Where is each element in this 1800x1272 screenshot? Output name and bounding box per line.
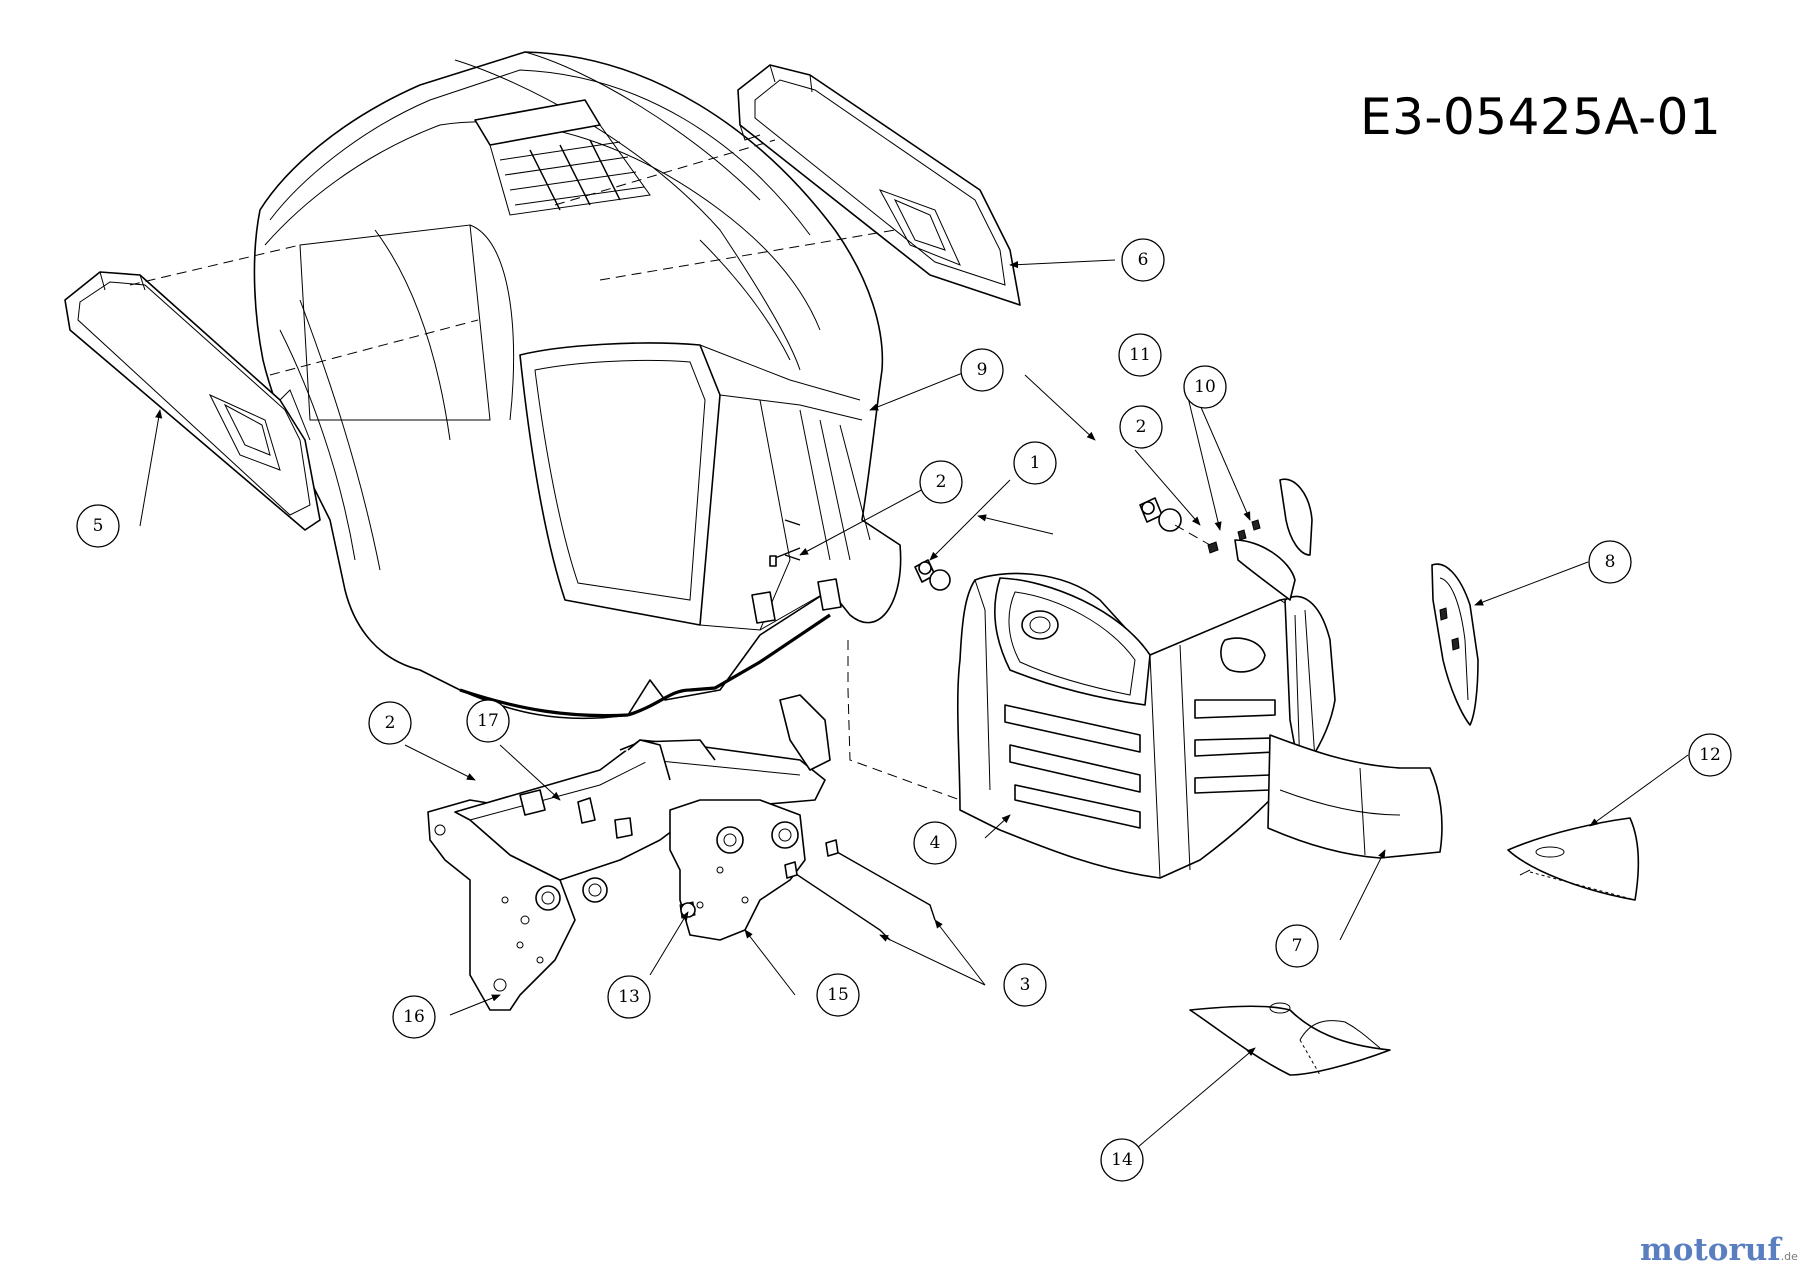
callout-1a: 1 (1013, 441, 1057, 485)
assembly-lines (129, 139, 1211, 801)
svg-text:3: 3 (1020, 975, 1031, 995)
svg-text:8: 8 (1605, 552, 1616, 572)
watermark-name: motoruf (1640, 1232, 1781, 1268)
decal-14 (1189, 1002, 1391, 1076)
svg-text:11: 11 (1129, 345, 1151, 365)
svg-text:16: 16 (403, 1007, 425, 1027)
decal-13 (1507, 817, 1640, 901)
callout-12: 13 (607, 975, 651, 1019)
curved-trim-piece (1234, 478, 1313, 601)
cable-harness (784, 839, 936, 941)
callout-2c: 2 (368, 701, 412, 745)
bulb-left (914, 559, 951, 591)
svg-text:1: 1 (1030, 453, 1041, 473)
mount-bracket-17 (454, 694, 831, 881)
callout-4: 4 (913, 821, 957, 865)
callout-5: 5 (76, 504, 120, 548)
svg-text:10: 10 (1194, 377, 1216, 397)
svg-text:2: 2 (1136, 417, 1147, 437)
svg-text:7: 7 (1292, 936, 1303, 956)
callout-7: 7 (1275, 924, 1319, 968)
callout-14: 14 (1100, 1138, 1144, 1182)
watermark-logo: motoruf.de (1640, 1232, 1798, 1268)
svg-text:9: 9 (977, 360, 988, 380)
svg-text:12: 12 (1699, 745, 1721, 765)
svg-text:14: 14 (1111, 1150, 1133, 1170)
right-side-panel (737, 64, 1021, 306)
bulb-right (1139, 497, 1182, 532)
screw-small (769, 519, 1261, 567)
bumper-trim (1267, 734, 1443, 859)
mount-bracket-15 (627, 739, 806, 941)
callout-9: 9 (960, 348, 1004, 392)
callout-2b: 2 (919, 460, 963, 504)
callout-16: 16 (392, 995, 436, 1039)
side-bracket-8 (1431, 563, 1479, 726)
left-side-panel (64, 271, 321, 531)
hood (253, 51, 902, 720)
svg-text:4: 4 (930, 833, 941, 853)
svg-text:6: 6 (1138, 250, 1149, 270)
callout-10: 10 (1183, 365, 1227, 409)
svg-text:15: 15 (827, 985, 849, 1005)
drawing-code: E3-05425A-01 (1360, 88, 1722, 146)
watermark-suffix: .de (1780, 1250, 1798, 1263)
callout-13: 12 (1688, 733, 1732, 777)
svg-text:2: 2 (936, 472, 947, 492)
callout-2a: 2 (1119, 405, 1163, 449)
callout-15: 15 (816, 973, 860, 1017)
svg-text:5: 5 (93, 516, 104, 536)
svg-text:17: 17 (477, 711, 499, 731)
mount-bracket-16 (427, 799, 608, 1011)
leader-lines (139, 259, 1689, 1159)
svg-text:13: 13 (618, 987, 640, 1007)
callout-3: 3 (1003, 963, 1047, 1007)
callout-11: 11 (1118, 333, 1162, 377)
front-grille (956, 572, 1336, 879)
svg-text:2: 2 (385, 713, 396, 733)
callout-6: 6 (1121, 238, 1165, 282)
callout-17: 17 (466, 699, 510, 743)
callout-8: 8 (1588, 540, 1632, 584)
